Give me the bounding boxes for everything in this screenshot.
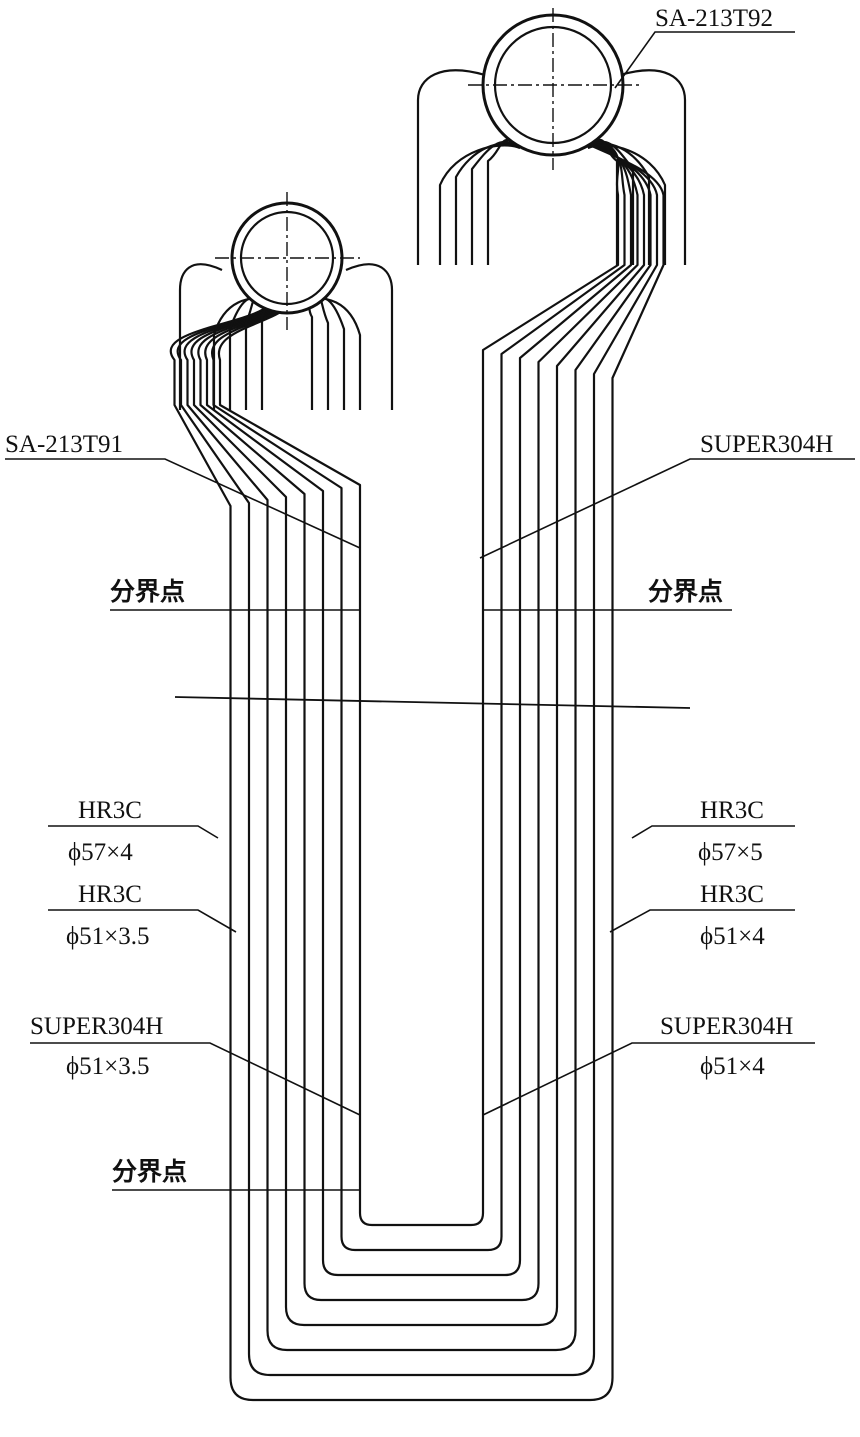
boundary-left-upper: 分界点 [110,577,185,606]
right-outer-size: ϕ57×5 [698,839,763,866]
label-right-upper: SUPER304H [479,431,855,559]
label-outlet-header: SA-213T92 [614,5,795,89]
tube-header-connector [454,142,521,265]
left-lower-material: SUPER304H [30,1013,163,1040]
tube-header-connector [486,138,521,265]
boundary-left-lower: 分界点 [112,1157,187,1186]
tube-loop [210,139,626,1252]
outlet-header-material: SA-213T92 [655,5,773,32]
tube-loop [197,139,639,1302]
tube-header-connector [304,297,362,410]
tube-header-connector [587,144,667,265]
label-left-outer: HR3C ϕ57×4 [48,797,219,866]
label-boundary-left-upper: 分界点 [110,577,360,611]
left-outer-material: HR3C [78,797,142,824]
right-upper-material: SUPER304H [700,431,833,458]
label-boundary-left-lower: 分界点 [112,1157,360,1191]
left-inner-size: ϕ51×3.5 [66,923,150,950]
tube-loop [169,139,665,1402]
tube-loop [190,139,646,1327]
label-inlet-header: SA-213T91 [5,431,361,549]
tube-header-connector [587,140,635,265]
tube-loop [204,139,633,1277]
label-right-inner: HR3C ϕ51×4 [609,881,795,950]
label-left-lower: SUPER304H ϕ51×3.5 [30,1013,361,1116]
tube-loop [176,139,659,1377]
tube-header-connector [304,293,330,410]
label-boundary-right-upper: 分界点 [483,577,732,611]
inlet-header [178,192,394,410]
tube-header-connector [470,140,521,265]
tube-loop [183,139,652,1352]
left-lower-size: ϕ51×3.5 [66,1053,150,1080]
right-lower-size: ϕ51×4 [700,1053,765,1080]
right-inner-size: ϕ51×4 [700,923,765,950]
label-right-outer: HR3C ϕ57×5 [631,797,795,866]
tube-bundle [169,138,667,1402]
section-line [174,696,691,709]
right-inner-material: HR3C [700,881,764,908]
label-right-lower: SUPER304H ϕ51×4 [482,1013,815,1116]
tube-header-connector [438,144,521,265]
right-lower-material: SUPER304H [660,1013,793,1040]
outlet-header [416,8,687,265]
left-inner-material: HR3C [78,881,142,908]
inlet-header-material: SA-213T91 [5,431,123,458]
boundary-right-upper: 分界点 [648,577,723,606]
left-outer-size: ϕ57×4 [68,839,133,866]
right-outer-material: HR3C [700,797,764,824]
label-left-inner: HR3C ϕ51×3.5 [48,881,237,950]
tube-header-connector [587,138,619,265]
tube-header-connector [587,142,651,265]
